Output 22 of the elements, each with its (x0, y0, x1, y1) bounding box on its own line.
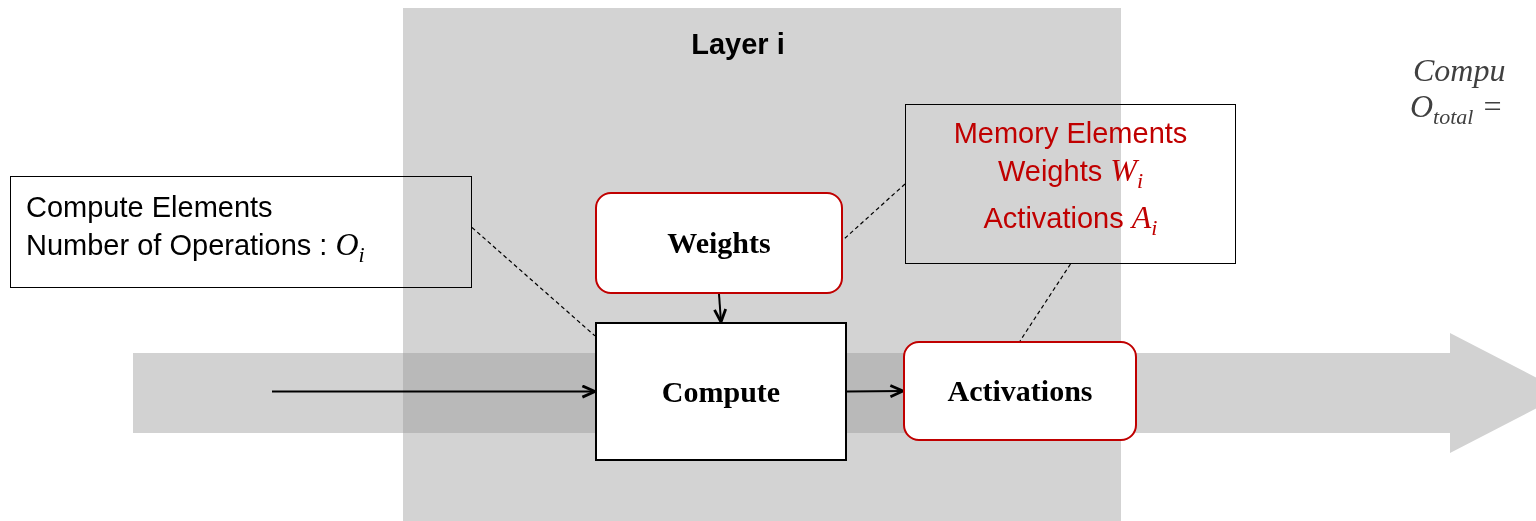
callout-text: Compute Elements (26, 190, 274, 225)
layer-title: Layer i (690, 28, 786, 61)
callout-text: Activations A$_{i}$ (982, 199, 1159, 242)
formula-text: Compu (1413, 52, 1506, 89)
memory-block (595, 192, 843, 294)
callout-text: Weights W$_{i}$ (996, 152, 1145, 195)
leader-line (842, 183, 906, 241)
leader-line (471, 226, 596, 337)
callout-box (905, 104, 1236, 264)
arrow (271, 384, 597, 399)
arrow (846, 384, 905, 399)
arrow (713, 293, 728, 324)
formula-text: O$_{total}$ = (1410, 88, 1504, 130)
block-label: Weights (667, 226, 771, 260)
leader-line (1019, 263, 1072, 342)
compute-block (595, 322, 847, 461)
block-label: Compute (661, 374, 781, 409)
block-label: Activations (947, 374, 1093, 408)
callout-text: Number of Operations : O$_{i}$ (26, 226, 366, 269)
callout-text: Memory Elements (952, 116, 1189, 151)
memory-block (903, 341, 1137, 441)
callout-box (10, 176, 472, 288)
